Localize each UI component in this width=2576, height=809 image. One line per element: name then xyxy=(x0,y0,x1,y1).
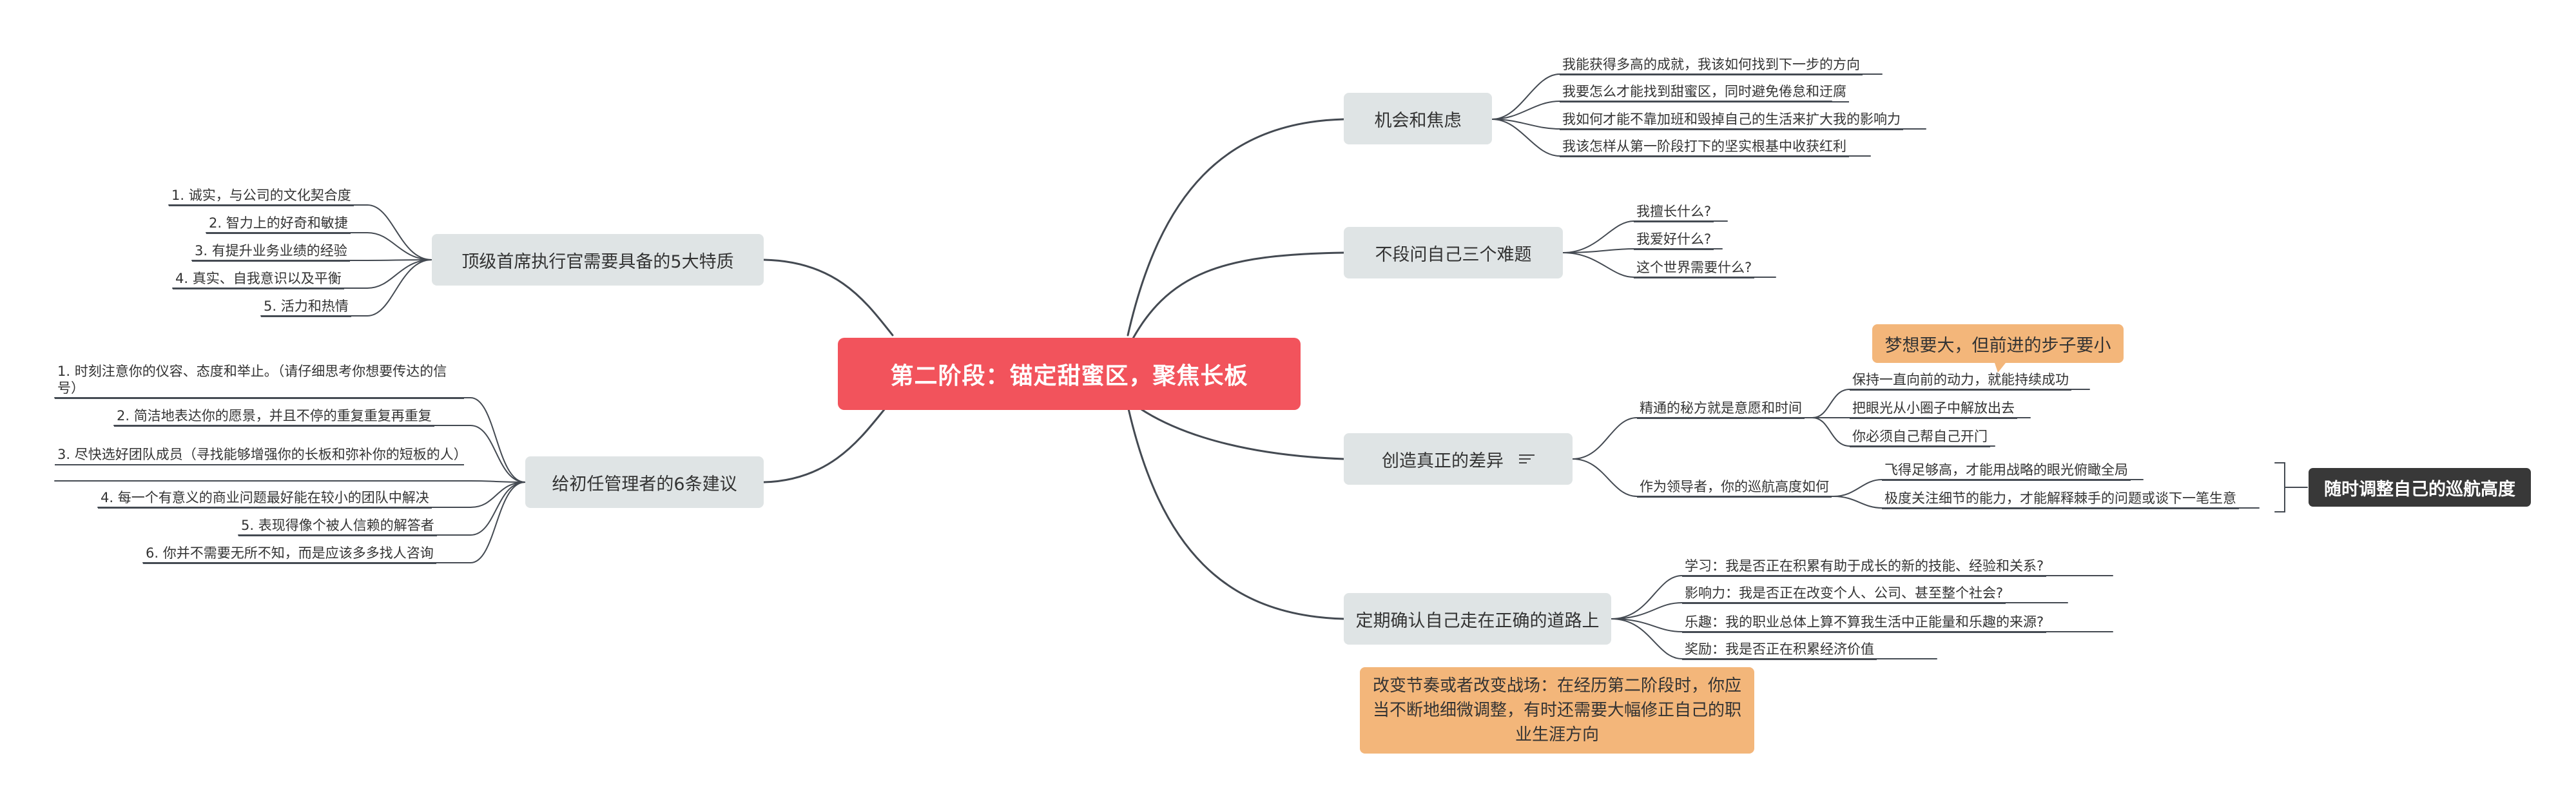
list-item[interactable]: 3. 有提升业务业绩的经验 xyxy=(192,242,350,262)
link-root-b4 xyxy=(1127,405,1345,620)
sub-topic-mastery[interactable]: 精通的秘方就是意愿和时间 xyxy=(1637,400,1805,419)
list-item[interactable]: 我爱好什么? xyxy=(1634,231,1714,250)
branch-ceo-traits[interactable]: 顶级首席执行官需要具备的5大特质 xyxy=(432,234,764,286)
list-item[interactable]: 4. 真实、自我意识以及平衡 xyxy=(173,270,344,289)
list-item[interactable]: 影响力：我是否正在改变个人、公司、甚至整个社会? xyxy=(1682,585,2006,604)
callout-dream-big[interactable]: 梦想要大，但前进的步子要小 xyxy=(1872,324,2124,363)
callout-change-pace[interactable]: 改变节奏或者改变战场：在经历第二阶段时，你应当不断地细微调整，有时还需要大幅修正… xyxy=(1360,667,1754,754)
branch-new-manager-tips[interactable]: 给初任管理者的6条建议 xyxy=(525,456,764,508)
list-item[interactable]: 学习：我是否正在积累有助于成长的新的技能、经验和关系? xyxy=(1682,558,2047,577)
list-item[interactable]: 2. 智力上的好奇和敏捷 xyxy=(206,215,351,234)
list-item[interactable]: 6. 你并不需要无所不知，而是应该多多找人咨询 xyxy=(143,545,436,564)
list-item[interactable]: 我该怎样从第一阶段打下的坚实根基中收获红利 xyxy=(1560,138,1849,157)
branch-label: 创造真正的差异 xyxy=(1382,451,1504,471)
branch-opportunity-anxiety[interactable]: 机会和焦虑 xyxy=(1344,93,1492,144)
list-item[interactable]: 我能获得多高的成就，我该如何找到下一步的方向 xyxy=(1560,56,1863,75)
list-item[interactable]: 这个世界需要什么? xyxy=(1634,259,1755,278)
branch-three-questions[interactable]: 不段问自己三个难题 xyxy=(1344,227,1563,278)
list-item[interactable]: 我要怎么才能找到甜蜜区，同时避免倦怠和迂腐 xyxy=(1560,83,1849,102)
link-root-b5 xyxy=(762,258,894,336)
callout-pointer-sub1 xyxy=(1995,363,2006,373)
root-topic[interactable]: 第二阶段：锚定甜蜜区，聚焦长板 xyxy=(838,338,1301,410)
link-root-b2 xyxy=(1127,251,1345,349)
list-item[interactable]: 1. 诚实，与公司的文化契合度 xyxy=(169,187,354,206)
list-item[interactable]: 3. 尽快选好团队成员（寻找能够增强你的长板和弥补你的短板的人） xyxy=(55,446,467,465)
list-item[interactable]: 奖励：我是否正在积累经济价值 xyxy=(1682,641,1877,660)
list-item[interactable]: 你必须自己帮自己开门 xyxy=(1850,428,1990,447)
sub-topic-cruising-altitude[interactable]: 作为领导者，你的巡航高度如何 xyxy=(1637,478,1832,498)
branch-create-difference[interactable]: 创造真正的差异 xyxy=(1344,433,1573,485)
list-item[interactable]: 我擅长什么? xyxy=(1634,203,1714,222)
list-item[interactable]: 把眼光从小圈子中解放出去 xyxy=(1850,400,2017,419)
branch-right-path[interactable]: 定期确认自己走在正确的道路上 xyxy=(1344,593,1611,645)
list-item[interactable]: 5. 表现得像个被人信赖的解答者 xyxy=(238,517,437,536)
list-item[interactable]: 4. 每一个有意义的商业问题最好能在较小的团队中解决 xyxy=(98,489,432,509)
note-icon[interactable] xyxy=(1519,452,1535,466)
list-item[interactable]: 5. 活力和热情 xyxy=(261,298,351,317)
link-root-b1 xyxy=(1127,118,1345,336)
list-item[interactable]: 乐趣：我的职业总体上算不算我生活中正能量和乐趣的来源? xyxy=(1682,614,2047,633)
list-item[interactable]: 极度关注细节的能力，才能解释棘手的问题或谈下一笔生意 xyxy=(1882,490,2239,509)
list-item[interactable]: 飞得足够高，才能用战略的眼光俯瞰全局 xyxy=(1882,462,2131,481)
summary-adjust-altitude[interactable]: 随时调整自己的巡航高度 xyxy=(2309,468,2531,507)
list-item[interactable]: 1. 时刻注意你的仪容、态度和举止。（请仔细思考你想要传达的信号） xyxy=(55,363,464,399)
list-item[interactable]: 2. 简洁地表达你的愿景，并且不停的重复重复再重复 xyxy=(114,407,434,427)
list-item[interactable]: 保持一直向前的动力，就能持续成功 xyxy=(1850,371,2071,391)
link-root-b6 xyxy=(762,398,894,483)
list-item[interactable]: 我如何才能不靠加班和毁掉自己的生活来扩大我的影响力 xyxy=(1560,111,1903,130)
